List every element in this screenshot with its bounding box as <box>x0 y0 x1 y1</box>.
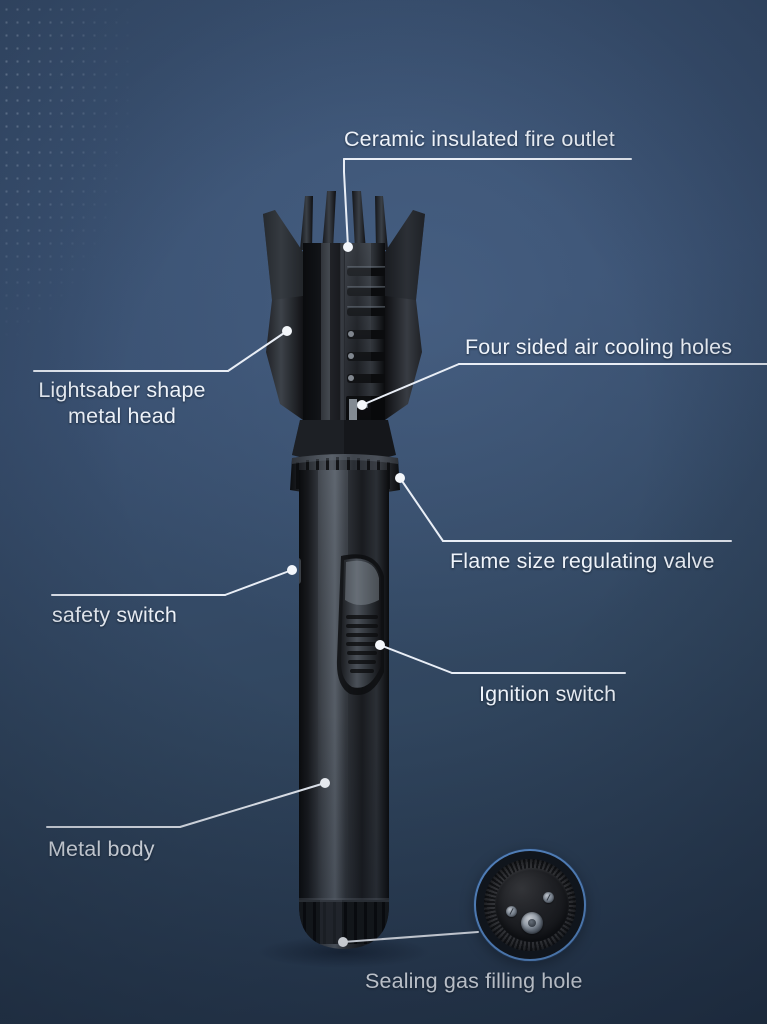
leader-line-metal-body <box>180 783 325 827</box>
ignition-trigger <box>336 554 384 696</box>
callout-label-safety-switch: safety switch <box>52 603 178 627</box>
leader-dot-metal-body <box>320 778 330 788</box>
leader-dot-four-sided-air-cooling-holes <box>357 400 367 410</box>
leader-dot-safety-switch <box>287 565 297 575</box>
callout-label-sealing-gas-filling-hole: Sealing gas filling hole <box>365 969 583 993</box>
callout-label-metal-body: Metal body <box>48 837 155 861</box>
base-knurl-band <box>299 898 389 944</box>
leader-line-ignition-switch <box>380 645 452 673</box>
leader-dot-ceramic-fire-outlet <box>343 242 353 252</box>
callout-label-ignition-switch: Ignition switch <box>479 682 617 706</box>
leader-line-lightsaber-metal-head <box>228 331 287 371</box>
leader-line-safety-switch <box>225 570 292 595</box>
screw-left-icon <box>506 906 517 917</box>
callout-label-lightsaber-metal-head: Lightsaber shape metal head <box>38 378 206 428</box>
leader-dot-sealing-gas-filling-hole <box>338 937 348 947</box>
leader-dot-lightsaber-metal-head <box>282 326 292 336</box>
callout-label-ceramic-fire-outlet: Ceramic insulated fire outlet <box>344 127 615 151</box>
leader-dot-flame-size-regulating-valve <box>395 473 405 483</box>
leader-line-ceramic-fire-outlet <box>344 159 348 247</box>
base-cap-detail-inset <box>474 849 586 961</box>
callout-label-flame-size-regulating-valve: Flame size regulating valve <box>450 549 715 573</box>
leader-line-four-sided-air-cooling-holes <box>362 364 459 405</box>
fire-outlet-prongs <box>300 191 388 250</box>
leader-line-sealing-gas-filling-hole <box>343 932 478 942</box>
gas-valve-icon <box>521 912 543 934</box>
leader-dot-ignition-switch <box>375 640 385 650</box>
screw-right-icon <box>543 892 554 903</box>
leader-line-flame-size-regulating-valve <box>400 478 443 541</box>
callout-label-four-sided-air-cooling-holes: Four sided air cooling holes <box>465 335 733 359</box>
